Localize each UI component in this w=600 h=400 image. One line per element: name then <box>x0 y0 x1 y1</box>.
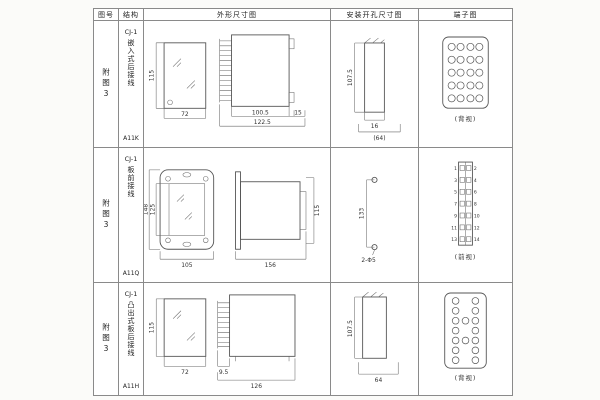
structure-cell-r2: CJ-1 板前接线 A11Q <box>119 148 144 283</box>
dimensions-front: 148 125 105 <box>144 169 214 269</box>
structure-name: 嵌入式后接线 <box>127 39 135 87</box>
install-drawing-r2: 133 2-Φ5 <box>359 176 378 264</box>
terminal-drawing-r2: 1 2 3 4 5 6 7 8 9 10 11 12 13 14 (前视) <box>451 161 480 261</box>
structure-prefix: CJ-1 <box>124 155 138 163</box>
header-outline: 外形尺寸图 <box>144 9 331 21</box>
dimensions-front: 115 72 <box>149 298 207 376</box>
outline-cell-r2: 148 125 105 156 115 <box>144 148 331 283</box>
terminal-squares <box>459 165 472 242</box>
terminal-number: 10 <box>474 213 480 219</box>
header-structure: 结构 <box>119 9 144 21</box>
terminal-view-label: (背视) <box>455 114 477 123</box>
side-view <box>219 34 295 107</box>
terminal-number: 12 <box>474 225 480 231</box>
structure-cell-r1: CJ-1 嵌入式后接线 A11K <box>119 21 144 148</box>
terminal-number: 1 <box>454 166 457 172</box>
install-height-label: 133 <box>359 208 366 220</box>
header-install: 安装开孔尺寸图 <box>331 9 419 21</box>
structure-prefix: CJ-1 <box>124 290 138 298</box>
terminal-number: 4 <box>474 178 477 184</box>
dim-width-label: 72 <box>181 369 189 376</box>
fig-cell-r1: 附图3 <box>94 21 119 148</box>
install-cell-r2: 133 2-Φ5 <box>331 148 419 283</box>
terminal-number: 7 <box>454 202 457 208</box>
terminal-number: 13 <box>451 237 457 243</box>
terminal-number: 14 <box>474 237 480 243</box>
install-height-label: 107.5 <box>347 69 354 86</box>
install-holes-label: 2-Φ5 <box>361 257 376 264</box>
terminal-number: 2 <box>474 166 477 172</box>
dimensions-side: 156 115 <box>235 177 321 269</box>
dim-flange-label: 15 <box>294 109 302 116</box>
fig-cell-r3: 附图3 <box>94 283 119 396</box>
structure-model: A11H <box>122 383 140 390</box>
install-cell-r1: 107.5 16 (64) <box>331 21 419 148</box>
dim-width-label: 72 <box>181 111 189 118</box>
install-drawing-r1: 107.5 16 (64) <box>347 37 401 142</box>
dimensions-side: 9.5 126 <box>217 350 296 390</box>
terminal-number: 6 <box>474 190 477 196</box>
fig-label: 附图3 <box>101 67 111 101</box>
terminal-number: 8 <box>474 202 477 208</box>
terminal-drawing-r3: (背视) <box>444 292 487 382</box>
install-width-label: 16 <box>371 123 379 130</box>
dim-depth-label: 126 <box>251 383 263 390</box>
install-span-label: (64) <box>373 135 385 142</box>
outline-drawing-r3: 115 72 9.5 126 <box>149 294 296 390</box>
structure-model: A11K <box>123 135 139 142</box>
install-drawing-r3: 107.5 64 <box>347 291 399 384</box>
terminal-view-label: (背视) <box>455 373 477 382</box>
dim-depth-label: 156 <box>265 262 277 269</box>
dimensions-side: 100.5 15 122.5 <box>219 104 306 127</box>
dim-inner-label: 125 <box>150 204 157 216</box>
dim-height-label: 115 <box>149 322 156 334</box>
fig-label: 附图3 <box>101 322 111 356</box>
install-height-label: 107.5 <box>347 320 354 337</box>
terminal-cell-r2: 1 2 3 4 5 6 7 8 9 10 11 12 13 14 (前视) <box>419 148 513 283</box>
terminal-numbers: 1 2 3 4 5 6 7 8 9 10 11 12 13 14 <box>451 166 480 243</box>
structure-name: 凸出式板后接线 <box>127 301 135 357</box>
install-width-label: 64 <box>375 377 383 384</box>
terminal-cell-r1: (背视) <box>419 21 513 148</box>
terminal-number: 11 <box>451 225 457 231</box>
structure-name: 板前接线 <box>127 166 135 198</box>
front-view <box>163 298 207 357</box>
terminal-number: 9 <box>454 213 457 219</box>
dim-width-label: 105 <box>181 262 193 269</box>
dim-height-label: 148 <box>144 204 150 216</box>
terminal-number: 5 <box>454 190 457 196</box>
dim-pin-label: 9.5 <box>219 369 229 376</box>
dim-total-label: 122.5 <box>254 119 271 126</box>
dimension-table: 图号 结构 外形尺寸图 安装开孔尺寸图 端子图 附图3 CJ-1 嵌入式后接线 … <box>93 8 513 396</box>
outline-cell-r3: 115 72 9.5 126 <box>144 283 331 396</box>
front-view <box>163 42 207 109</box>
terminal-circles <box>451 297 480 364</box>
header-terminal: 端子图 <box>419 9 513 21</box>
header-fig: 图号 <box>94 9 119 21</box>
side-view <box>217 294 296 362</box>
dim-side-label: 115 <box>314 205 321 217</box>
outline-drawing-r2: 148 125 105 156 115 <box>144 169 321 269</box>
terminal-view-label: (前视) <box>455 252 477 261</box>
terminal-number: 3 <box>454 178 457 184</box>
terminal-drawing-r1: (背视) <box>442 36 489 123</box>
structure-cell-r3: CJ-1 凸出式板后接线 A11H <box>119 283 144 396</box>
structure-model: A11Q <box>122 270 140 277</box>
terminal-cell-r3: (背视) <box>419 283 513 396</box>
dim-height-label: 115 <box>149 70 156 82</box>
fig-cell-r2: 附图3 <box>94 148 119 283</box>
dimensions-front: 115 72 <box>149 42 207 119</box>
fig-label: 附图3 <box>101 198 111 232</box>
front-view <box>159 169 215 250</box>
side-view <box>235 171 307 250</box>
dim-depth-label: 100.5 <box>252 109 269 116</box>
outline-cell-r1: 115 72 100.5 15 122.5 <box>144 21 331 148</box>
outline-drawing-r1: 115 72 100.5 15 122.5 <box>149 34 306 127</box>
structure-prefix: CJ-1 <box>124 28 138 36</box>
install-cell-r3: 107.5 64 <box>331 283 419 396</box>
terminal-circles <box>447 42 484 103</box>
